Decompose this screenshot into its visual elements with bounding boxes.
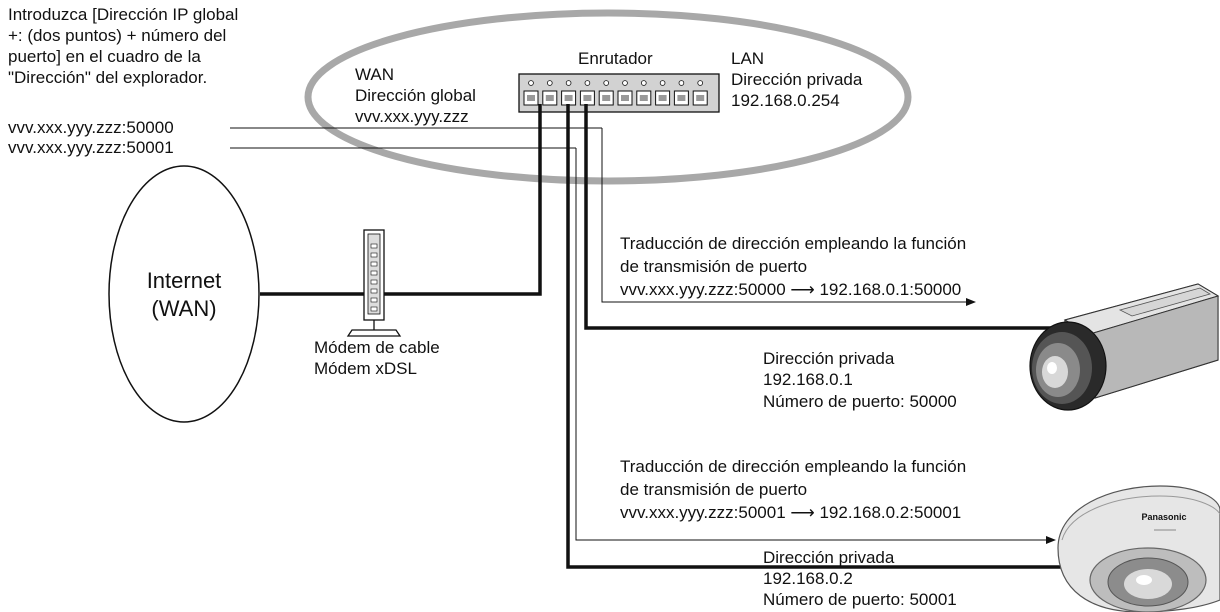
lan-address-title: Dirección privada	[731, 70, 863, 89]
router-led	[659, 80, 666, 86]
translation1-line-2: de transmisión de puerto	[620, 257, 807, 276]
router-port-slot	[677, 95, 686, 101]
wan-uplink-cable	[260, 104, 542, 296]
modem-led	[370, 297, 378, 303]
router-port-slot	[696, 95, 705, 101]
modem-led	[370, 306, 378, 312]
wan-address-title: Dirección global	[355, 86, 476, 105]
camera1-port: Número de puerto: 50000	[763, 392, 957, 411]
instruction-line-4: "Dirección" del explorador.	[8, 68, 207, 87]
router-device	[518, 73, 720, 113]
camera2-cable	[566, 104, 1062, 569]
router-led	[678, 80, 685, 86]
translation2-line-3: vvv.xxx.yyy.zzz:50001 ⟶ 192.168.0.2:5000…	[620, 503, 961, 522]
lan-wan-boundary-ellipse	[304, 9, 912, 185]
modem-led	[370, 270, 378, 276]
lan-label: LAN	[731, 49, 764, 68]
modem-led	[370, 288, 378, 294]
camera2-port: Número de puerto: 50001	[763, 590, 957, 609]
translation1-arrow-line	[601, 128, 966, 303]
camera1-ip: 192.168.0.1	[763, 370, 853, 389]
translation2-line-2: de transmisión de puerto	[620, 480, 807, 499]
dome-brand-label: Panasonic	[1141, 512, 1186, 522]
internet-label: Internet	[147, 268, 222, 293]
router-led	[640, 80, 647, 86]
router-port-slot	[658, 95, 667, 101]
router-port-slot	[545, 95, 554, 101]
modem-label-2: Módem xDSL	[314, 359, 417, 378]
router-led	[697, 80, 703, 86]
router-port-slot	[583, 95, 592, 101]
translation2-arrow-line	[575, 148, 1046, 541]
port-address-50000: vvv.xxx.yyy.zzz:50000	[8, 118, 174, 137]
modem-device	[346, 229, 402, 337]
instruction-line-2: +: (dos puntos) + número del	[8, 26, 226, 45]
router-led	[622, 80, 628, 86]
modem-led	[370, 243, 378, 249]
router-port-slot	[564, 95, 573, 101]
camera1-title: Dirección privada	[763, 349, 895, 368]
router-led	[584, 80, 591, 86]
instruction-line-1: Introduzca [Dirección IP global	[8, 5, 238, 24]
router-port-slot	[527, 95, 535, 101]
router-port-slot	[602, 95, 611, 101]
box-camera-icon	[1029, 283, 1220, 411]
translation2-arrowhead	[1046, 536, 1056, 544]
modem-led	[370, 252, 378, 258]
wan-label: WAN	[355, 65, 394, 84]
translation1-line-1: Traducción de dirección empleando la fun…	[620, 234, 966, 253]
internet-wan-label: (WAN)	[151, 296, 216, 321]
instruction-line-3: puerto] en el cuadro de la	[8, 47, 201, 66]
camera2-ip: 192.168.0.2	[763, 569, 853, 588]
router-label: Enrutador	[578, 49, 653, 68]
translation2-line-1: Traducción de dirección empleando la fun…	[620, 457, 966, 476]
modem-led	[370, 261, 378, 267]
router-port-slot	[621, 95, 629, 101]
camera2-title: Dirección privada	[763, 548, 895, 567]
router-led	[546, 80, 553, 86]
translation1-arrowhead	[966, 298, 976, 306]
router-port-slot	[639, 95, 648, 101]
port-address-50001: vvv.xxx.yyy.zzz:50001	[8, 138, 174, 157]
camera1-cable	[584, 104, 1082, 330]
internet-ellipse	[108, 165, 260, 423]
router-led	[565, 80, 572, 86]
router-led	[603, 80, 609, 86]
modem-led	[370, 279, 378, 285]
wan-address: vvv.xxx.yyy.zzz	[355, 107, 469, 126]
router-led	[528, 80, 534, 86]
lan-address: 192.168.0.254	[731, 91, 840, 110]
modem-label-1: Módem de cable	[314, 338, 440, 357]
translation1-line-3: vvv.xxx.yyy.zzz:50000 ⟶ 192.168.0.1:5000…	[620, 280, 961, 299]
dome-camera-icon: Panasonic	[1057, 485, 1220, 612]
